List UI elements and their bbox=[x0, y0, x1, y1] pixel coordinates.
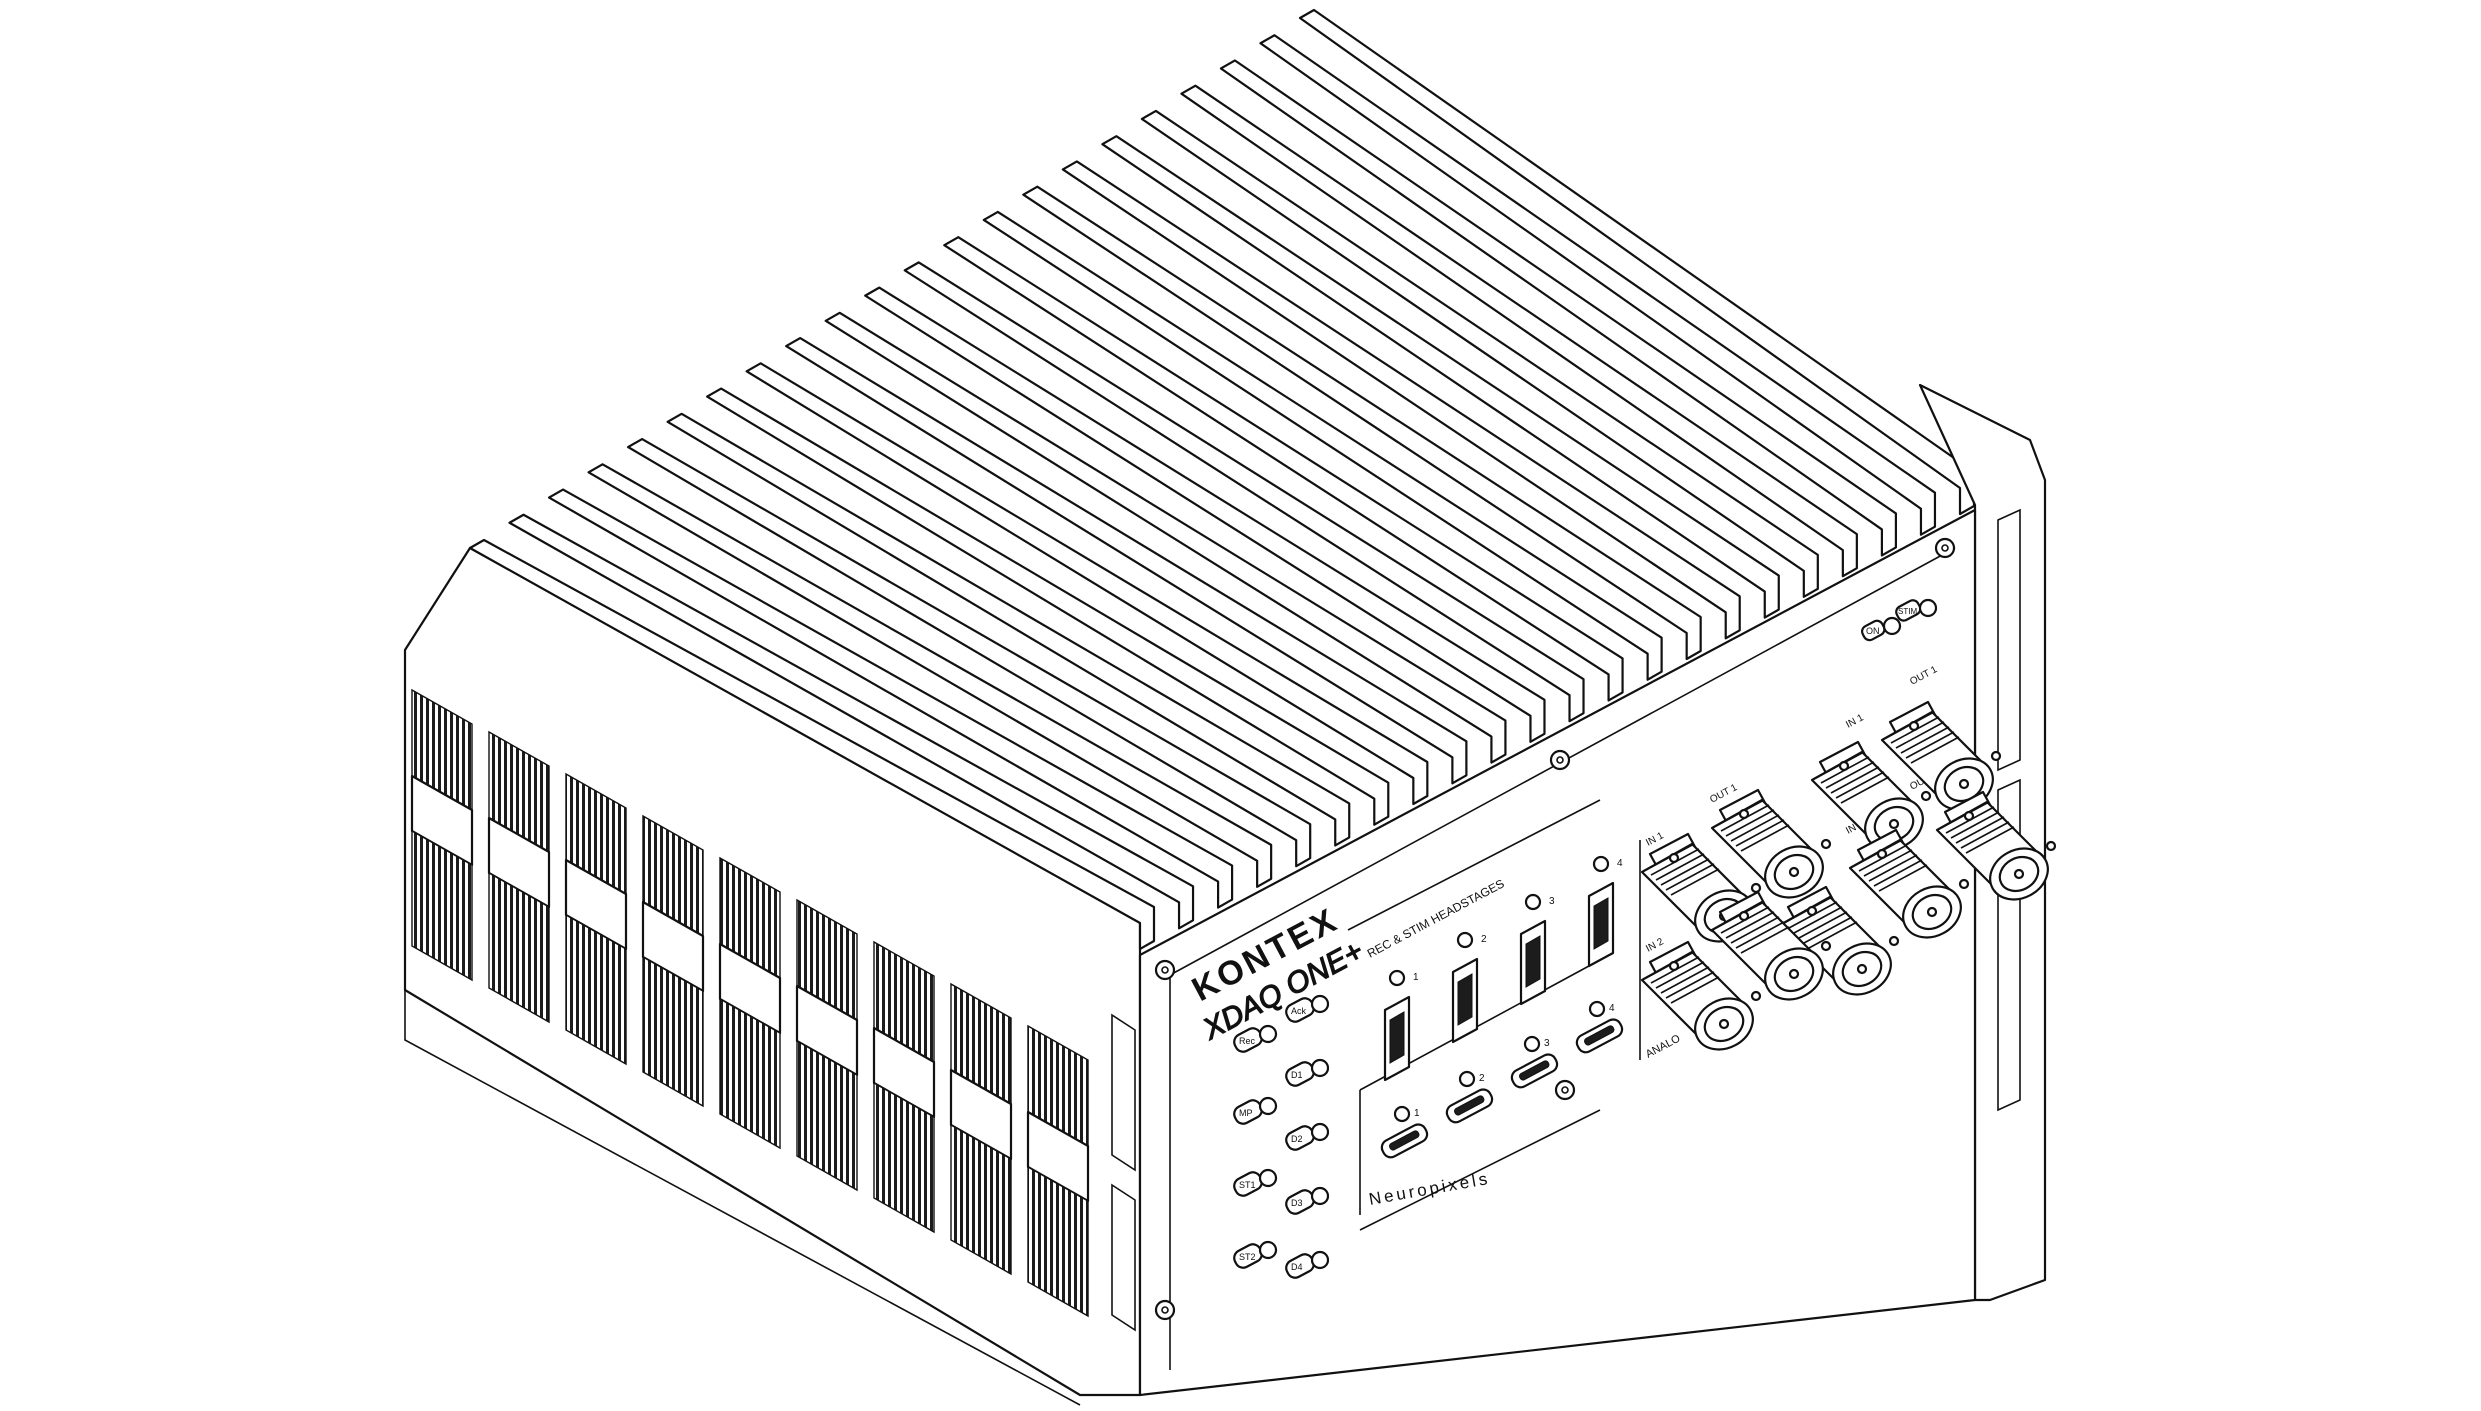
side-fin-block bbox=[564, 772, 628, 1066]
screw bbox=[1154, 1299, 1176, 1321]
on-label: ON bbox=[1866, 626, 1880, 636]
usb-c-port-number: 3 bbox=[1544, 1038, 1550, 1049]
heatsink-fin bbox=[468, 538, 1156, 951]
heatsink-fin bbox=[824, 311, 1507, 764]
heatsink-fin bbox=[587, 463, 1273, 888]
heatsink-fin bbox=[1022, 185, 1702, 661]
button-rec[interactable]: Rec bbox=[1231, 1024, 1278, 1054]
button-d1-label: D1 bbox=[1291, 1070, 1303, 1080]
heatsink-fin bbox=[903, 261, 1585, 723]
stim-indicator: STIM bbox=[1895, 598, 1938, 622]
side-fin-block bbox=[410, 688, 474, 982]
bnc-connectors bbox=[1640, 700, 2057, 1059]
heatsink-fin bbox=[508, 513, 1195, 930]
heatsink-fin bbox=[1061, 160, 1741, 640]
bnc-connector[interactable] bbox=[1810, 740, 1932, 859]
usb-c-port-number: 2 bbox=[1479, 1073, 1485, 1084]
side-fin-block bbox=[487, 730, 551, 1024]
button-st1[interactable]: ST1 bbox=[1231, 1168, 1278, 1198]
indicators: ON STIM bbox=[1861, 598, 1938, 642]
heatsink-fin bbox=[982, 210, 1663, 681]
heatsink-fin bbox=[1259, 34, 1937, 536]
usb-c-port-number: 4 bbox=[1609, 1003, 1615, 1014]
screw bbox=[1554, 1079, 1576, 1101]
headstage-port-number: 3 bbox=[1549, 896, 1555, 907]
heatsink-fin bbox=[745, 362, 1429, 806]
heatsink-fin bbox=[666, 412, 1351, 847]
headstage-port-number: 4 bbox=[1617, 858, 1623, 869]
bnc-connector[interactable] bbox=[1935, 790, 2057, 909]
screw bbox=[1154, 959, 1176, 981]
heatsink-fin bbox=[943, 236, 1624, 702]
button-st2-label: ST2 bbox=[1239, 1252, 1256, 1262]
heatsink-fin bbox=[1101, 135, 1780, 619]
button-mp[interactable]: MP bbox=[1231, 1096, 1278, 1126]
side-fin-block bbox=[795, 898, 859, 1192]
heatsink-fin bbox=[864, 286, 1546, 743]
usb-c-port[interactable]: 4 bbox=[1574, 1000, 1625, 1055]
button-d3-label: D3 bbox=[1291, 1198, 1303, 1208]
heatsink-fin bbox=[1180, 84, 1858, 578]
on-indicator: ON bbox=[1861, 616, 1902, 642]
button-ack-label: Ack bbox=[1291, 1006, 1307, 1016]
button-d2-label: D2 bbox=[1291, 1134, 1303, 1144]
button-mp-label: MP bbox=[1239, 1108, 1253, 1118]
heatsink-fin bbox=[547, 488, 1234, 909]
headstage-port[interactable]: 4 bbox=[1587, 855, 1623, 968]
heatsink-fin bbox=[785, 336, 1468, 785]
button-d4-label: D4 bbox=[1291, 1262, 1303, 1272]
bnc-connector[interactable] bbox=[1848, 828, 1970, 947]
headstage-port[interactable]: 2 bbox=[1451, 931, 1487, 1044]
button-rec-label: Rec bbox=[1239, 1036, 1256, 1046]
bnc-connector[interactable] bbox=[1640, 940, 1762, 1059]
bnc-connector[interactable] bbox=[1710, 788, 1832, 907]
left-side-fins bbox=[410, 688, 1090, 1318]
button-d2[interactable]: D2 bbox=[1283, 1122, 1330, 1152]
side-fin-block bbox=[949, 982, 1013, 1276]
heatsink-fin bbox=[1140, 109, 1819, 598]
heatsink-fin bbox=[626, 437, 1312, 868]
stim-label: STIM bbox=[1898, 607, 1917, 616]
usb-c-port[interactable]: 1 bbox=[1379, 1105, 1430, 1160]
usb-c-ports: 1 2 3 4 bbox=[1379, 1000, 1625, 1160]
bnc-connector[interactable] bbox=[1778, 885, 1900, 1004]
top-heatsink-fins bbox=[468, 8, 1976, 951]
button-d3[interactable]: D3 bbox=[1283, 1186, 1330, 1216]
button-st2[interactable]: ST2 bbox=[1231, 1240, 1278, 1270]
screw bbox=[1549, 749, 1571, 771]
button-d1[interactable]: D1 bbox=[1283, 1058, 1330, 1088]
panel-screws bbox=[1154, 537, 1956, 1321]
bnc-connector[interactable] bbox=[1710, 890, 1832, 1009]
bnc-label-in: IN bbox=[1844, 822, 1858, 836]
usb-c-port[interactable]: 3 bbox=[1509, 1035, 1560, 1090]
headstage-port-number: 1 bbox=[1413, 972, 1419, 983]
headstage-ports: 1 2 3 4 bbox=[1383, 855, 1623, 1082]
usb-c-port[interactable]: 2 bbox=[1444, 1070, 1495, 1125]
button-d4[interactable]: D4 bbox=[1283, 1250, 1330, 1280]
side-fin-block bbox=[641, 814, 705, 1108]
button-ack[interactable]: Ack bbox=[1283, 994, 1330, 1024]
headstage-port[interactable]: 1 bbox=[1383, 969, 1419, 1082]
heatsink-fin bbox=[1219, 59, 1897, 557]
side-fin-block bbox=[718, 856, 782, 1150]
headstage-port-number: 2 bbox=[1481, 934, 1487, 945]
screw bbox=[1934, 537, 1956, 559]
side-fin-block bbox=[1026, 1024, 1090, 1318]
headstage-port[interactable]: 3 bbox=[1519, 893, 1555, 1006]
heatsink-fin bbox=[706, 387, 1390, 826]
side-fin-block bbox=[872, 940, 936, 1234]
button-st1-label: ST1 bbox=[1239, 1180, 1256, 1190]
usb-c-port-number: 1 bbox=[1414, 1108, 1420, 1119]
